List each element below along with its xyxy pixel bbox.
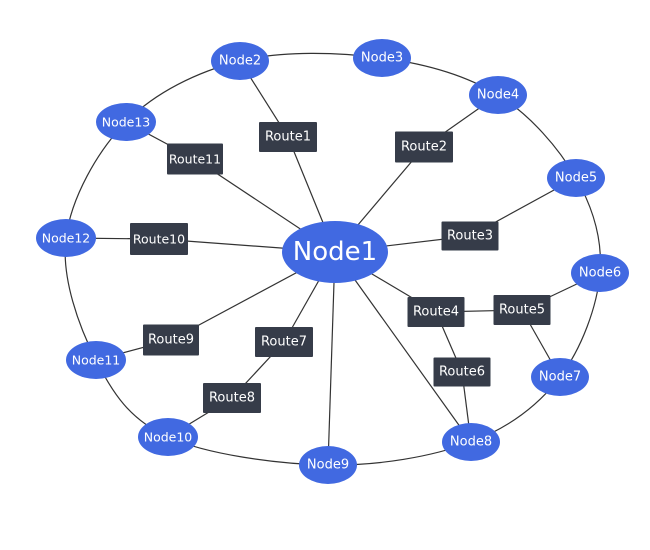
route-box-route4[interactable]: Route4 bbox=[407, 297, 465, 327]
node-node8[interactable]: Node8 bbox=[442, 423, 500, 461]
node-label-node6: Node6 bbox=[579, 266, 621, 281]
route-label-route5: Route5 bbox=[499, 303, 545, 318]
node-label-node1: Node1 bbox=[293, 237, 377, 267]
route-label-route7: Route7 bbox=[261, 335, 307, 350]
node-label-node7: Node7 bbox=[539, 370, 581, 385]
route-box-route3[interactable]: Route3 bbox=[441, 221, 499, 251]
route-label-route9: Route9 bbox=[148, 333, 194, 348]
node-label-node5: Node5 bbox=[555, 171, 597, 186]
node-node4[interactable]: Node4 bbox=[469, 76, 527, 114]
node-ellipse-node8[interactable] bbox=[442, 423, 500, 461]
route-label-route2: Route2 bbox=[401, 140, 447, 155]
route-label-route1: Route1 bbox=[265, 130, 311, 145]
node-ellipse-node10[interactable] bbox=[138, 418, 198, 456]
node-ellipse-node13[interactable] bbox=[96, 103, 156, 141]
node-node1[interactable]: Node1 bbox=[282, 221, 388, 283]
node-node2[interactable]: Node2 bbox=[211, 42, 269, 80]
route-box-route10[interactable]: Route10 bbox=[130, 223, 188, 255]
node-label-node3: Node3 bbox=[361, 51, 403, 66]
node-ellipse-node4[interactable] bbox=[469, 76, 527, 114]
node-node13[interactable]: Node13 bbox=[96, 103, 156, 141]
node-ellipse-node1[interactable] bbox=[282, 221, 388, 283]
route-rect-route1[interactable] bbox=[259, 122, 317, 152]
route-rect-route5[interactable] bbox=[493, 295, 551, 325]
node-label-node12: Node12 bbox=[42, 231, 91, 246]
node-node9[interactable]: Node9 bbox=[299, 446, 357, 484]
node-ellipse-node11[interactable] bbox=[66, 341, 126, 379]
route-box-route5[interactable]: Route5 bbox=[493, 295, 551, 325]
route-rect-route2[interactable] bbox=[395, 131, 453, 163]
route-box-route6[interactable]: Route6 bbox=[433, 357, 491, 387]
node-label-node13: Node13 bbox=[102, 115, 151, 130]
route-rect-route8[interactable] bbox=[203, 383, 261, 413]
node-ellipse-node3[interactable] bbox=[353, 39, 411, 77]
route-label-route11: Route11 bbox=[169, 152, 221, 167]
node-node3[interactable]: Node3 bbox=[353, 39, 411, 77]
node-label-node11: Node11 bbox=[72, 353, 121, 368]
node-node11[interactable]: Node11 bbox=[66, 341, 126, 379]
node-ellipse-node6[interactable] bbox=[571, 254, 629, 292]
route-rect-route11[interactable] bbox=[167, 143, 223, 175]
edge-node1-node8 bbox=[334, 251, 472, 443]
node-ellipse-node2[interactable] bbox=[211, 42, 269, 80]
route-rect-route9[interactable] bbox=[143, 324, 199, 356]
route-label-route10: Route10 bbox=[133, 232, 185, 247]
edge-node1-node9 bbox=[327, 251, 336, 466]
route-label-route3: Route3 bbox=[447, 229, 493, 244]
node-label-node9: Node9 bbox=[307, 458, 349, 473]
route-box-route7[interactable]: Route7 bbox=[255, 327, 313, 357]
route-box-route11[interactable]: Route11 bbox=[167, 143, 223, 175]
node-ellipse-node7[interactable] bbox=[531, 358, 589, 396]
node-node5[interactable]: Node5 bbox=[547, 159, 605, 197]
node-label-node2: Node2 bbox=[219, 54, 261, 69]
node-node12[interactable]: Node12 bbox=[36, 219, 96, 257]
route-rect-route6[interactable] bbox=[433, 357, 491, 387]
route-label-route4: Route4 bbox=[413, 305, 459, 320]
node-label-node10: Node10 bbox=[144, 430, 193, 445]
node-label-node8: Node8 bbox=[450, 435, 492, 450]
route-box-route9[interactable]: Route9 bbox=[143, 324, 199, 356]
route-label-route8: Route8 bbox=[209, 391, 255, 406]
node-ellipse-node5[interactable] bbox=[547, 159, 605, 197]
route-box-route8[interactable]: Route8 bbox=[203, 383, 261, 413]
route-rect-route7[interactable] bbox=[255, 327, 313, 357]
route-box-route1[interactable]: Route1 bbox=[259, 122, 317, 152]
route-rect-route3[interactable] bbox=[441, 221, 499, 251]
route-rect-route4[interactable] bbox=[407, 297, 465, 327]
node-label-node4: Node4 bbox=[477, 88, 519, 103]
node-node10[interactable]: Node10 bbox=[138, 418, 198, 456]
route-box-route2[interactable]: Route2 bbox=[395, 131, 453, 163]
node-ellipse-node9[interactable] bbox=[299, 446, 357, 484]
node-node7[interactable]: Node7 bbox=[531, 358, 589, 396]
node-node6[interactable]: Node6 bbox=[571, 254, 629, 292]
route-rect-route10[interactable] bbox=[130, 223, 188, 255]
node-ellipse-node12[interactable] bbox=[36, 219, 96, 257]
route-label-route6: Route6 bbox=[439, 365, 485, 380]
